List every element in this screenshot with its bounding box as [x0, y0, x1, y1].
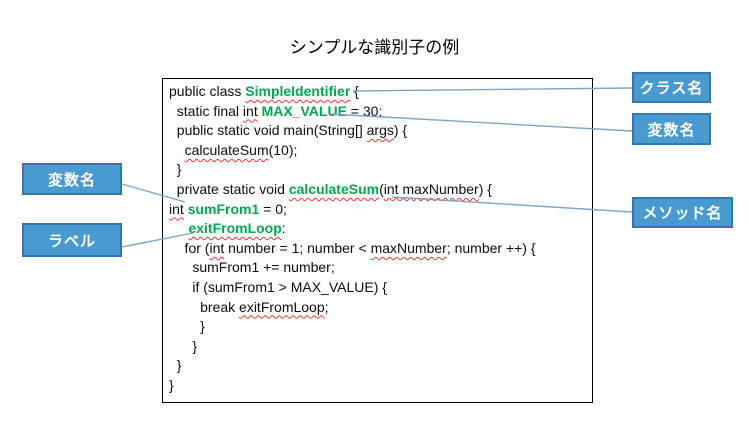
code-line: }: [169, 376, 174, 393]
code-line: public static void main(String[] args) {: [169, 122, 408, 139]
code-line: public class SimpleIdentifier {: [169, 83, 359, 99]
code-line: calculateSum(10);: [184, 141, 298, 158]
code-line: int sumFrom1 = 0;: [169, 200, 287, 217]
code-box: public class SimpleIdentifier { static f…: [162, 78, 593, 403]
code-line: }: [169, 357, 182, 374]
callout-method-name: メソッド名: [632, 197, 733, 228]
code-line: for (int number = 1; number < maxNumber;…: [169, 239, 536, 256]
code-listing: public class SimpleIdentifier { static f…: [163, 79, 592, 396]
code-line: }: [169, 318, 205, 335]
callout-variable-name-right: 変数名: [632, 113, 711, 145]
callout-variable-name-left: 変数名: [22, 163, 122, 195]
code-line: }: [169, 161, 182, 178]
page-title: シンプルな識別子の例: [289, 38, 460, 57]
callout-class-name: クラス名: [632, 72, 711, 103]
code-line: sumFrom1 += number;: [169, 259, 335, 276]
code-line: }: [169, 337, 198, 354]
code-line: if (sumFrom1 > MAX_VALUE) {: [169, 278, 387, 295]
code-line: exitFromLoop:: [188, 220, 286, 237]
code-line: private static void calculateSum(int max…: [169, 180, 492, 197]
code-line: break exitFromLoop;: [169, 298, 329, 315]
callout-label: ラベル: [22, 223, 122, 257]
code-line: static final int MAX_VALUE = 30;: [169, 102, 383, 119]
